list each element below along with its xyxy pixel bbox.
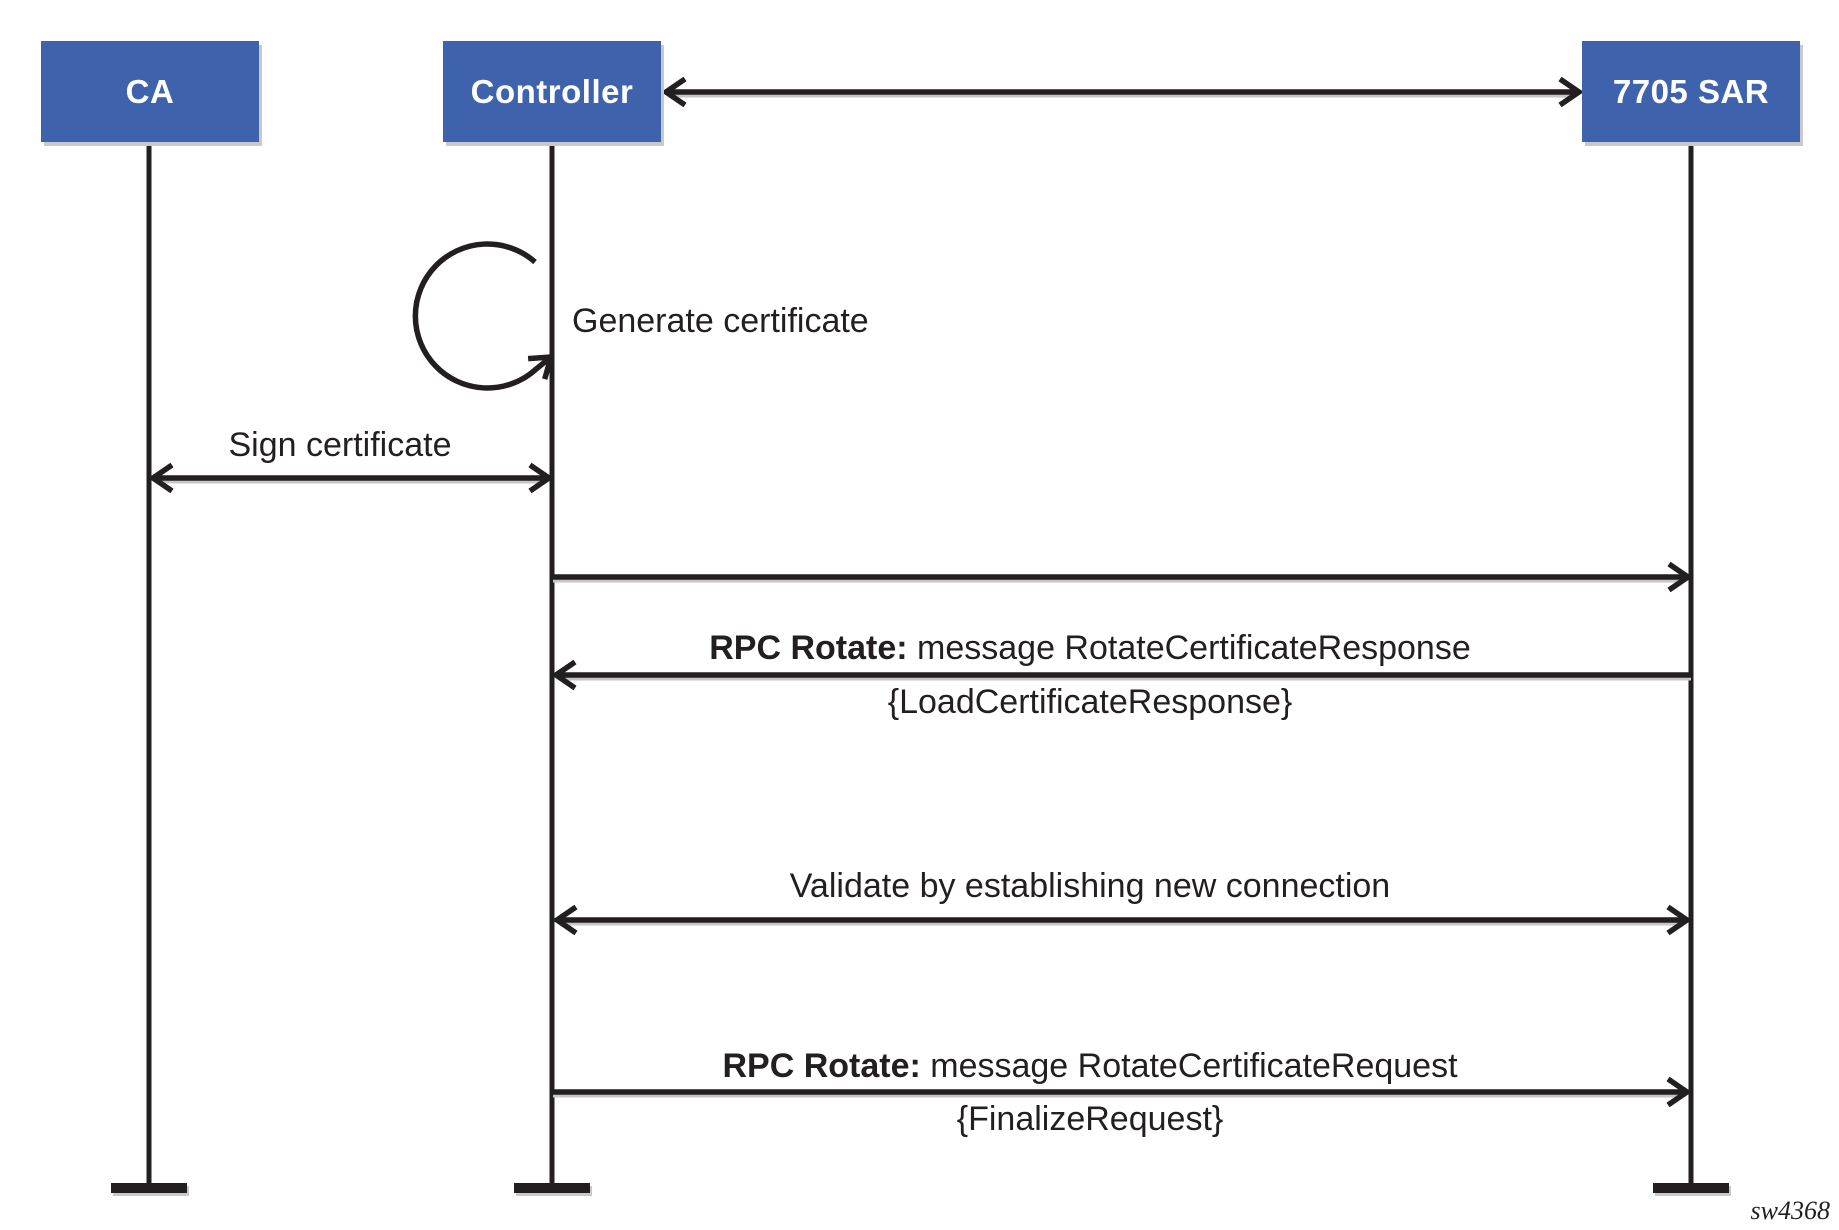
arrowhead-icon <box>1558 76 1584 108</box>
arrowhead-icon <box>552 904 578 936</box>
label-sign-certificate: Sign certificate <box>228 426 452 464</box>
figure-id: sw4368 <box>1750 1196 1830 1225</box>
actor-box-ca: CA <box>41 41 259 142</box>
label-rpc-rotate-response-rest: message RotateCertificateResponse <box>907 629 1471 667</box>
lifeline-end-bar-controller <box>514 1183 590 1193</box>
self-loop-arrow <box>412 241 553 391</box>
actor-box-controller: Controller <box>443 41 661 142</box>
label-validate-connection: Validate by establishing new connection <box>789 867 1391 905</box>
arrowhead-icon <box>1666 1076 1692 1108</box>
label-rpc-rotate-request-prefix: RPC Rotate: <box>722 1047 921 1085</box>
label-load-certificate-response-payload: {LoadCertificateResponse} <box>887 683 1293 721</box>
label-rpc-rotate-request-rest: message RotateCertificateRequest <box>920 1047 1458 1085</box>
label-rpc-rotate-response-prefix: RPC Rotate: <box>709 629 908 667</box>
actor-box-7705-sar: 7705 SAR <box>1582 41 1800 142</box>
label-generate-certificate: Generate certificate <box>572 302 869 340</box>
lifeline-end-bar-ca <box>111 1183 187 1193</box>
arrowhead-icon <box>528 462 554 494</box>
actor-label-controller: Controller <box>470 72 634 110</box>
lifeline-end-bar-sar <box>1653 1183 1729 1193</box>
arrowhead-icon <box>1667 561 1693 593</box>
arrowhead-icon <box>148 462 174 494</box>
arrowhead-icon <box>661 76 687 108</box>
label-finalize-request-payload: {FinalizeRequest} <box>956 1100 1224 1138</box>
actor-label-7705-sar: 7705 SAR <box>1612 72 1770 110</box>
actor-label-ca: CA <box>125 72 175 110</box>
arrowhead-icon <box>1666 904 1692 936</box>
arrowhead-icon <box>527 353 555 380</box>
label-rpc-rotate-response: RPC Rotate: message RotateCertificateRes… <box>490 626 1690 670</box>
label-rpc-rotate-request: RPC Rotate: message RotateCertificateReq… <box>490 1044 1690 1088</box>
arrowhead-icon <box>551 659 577 691</box>
